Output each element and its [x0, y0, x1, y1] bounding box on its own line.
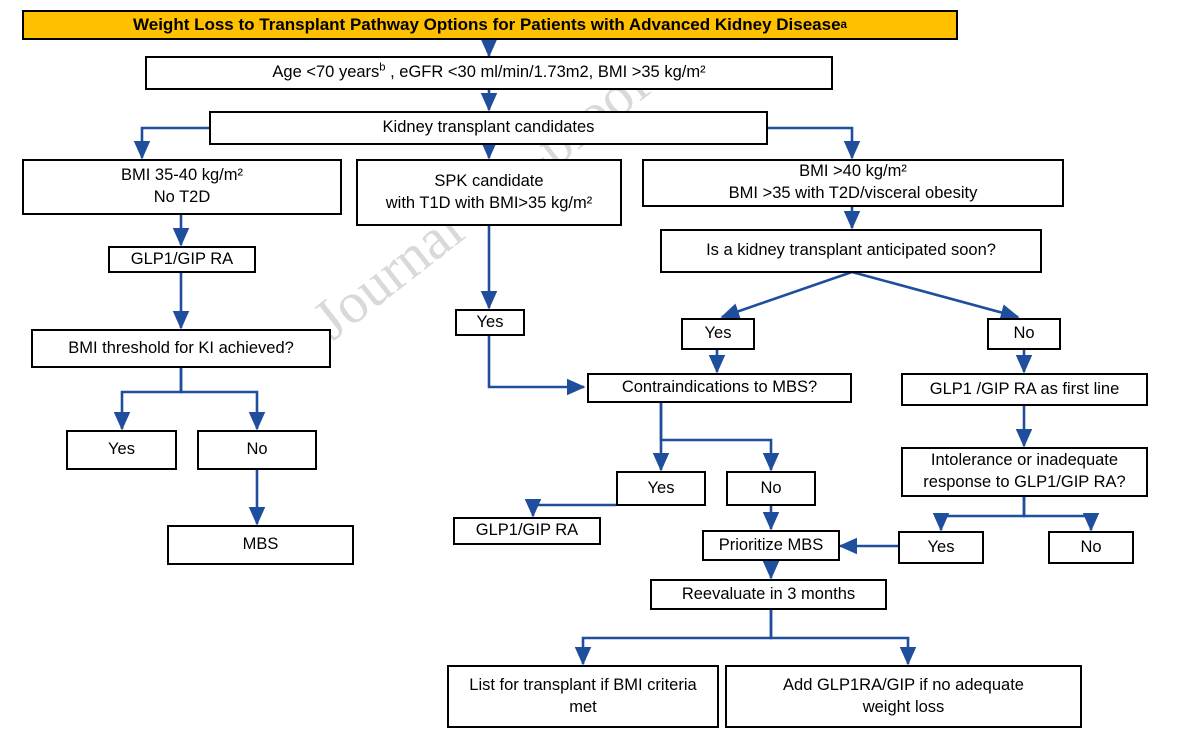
edge-intolerance-to-no [1022, 497, 1100, 532]
spk-line1: SPK candidate [434, 171, 544, 190]
node-glp1-gip-first-line: GLP1 /GIP RA as first line [901, 373, 1148, 406]
node-threshold-yes: Yes [66, 430, 177, 470]
prioritize-mbs-label: Prioritize MBS [718, 535, 824, 554]
add-glp1ra-line1: Add GLP1RA/GIP if no adequate [783, 675, 1024, 694]
node-intolerance-no: No [1048, 531, 1134, 564]
threshold-yes-label: Yes [108, 440, 135, 459]
glp1-left-label: GLP1/GIP RA [130, 249, 234, 268]
node-bmi-over-40: BMI >40 kg/m² BMI >35 with T2D/visceral … [642, 159, 1064, 207]
edge-soon-to-no [851, 270, 1020, 321]
bmi-over-40-line2: BMI >35 with T2D/visceral obesity [728, 184, 978, 202]
contraindications-label: Contraindications to MBS? [621, 378, 818, 397]
glp1-first-line-label: GLP1 /GIP RA as first line [929, 379, 1120, 398]
node-reevaluate-3-months: Reevaluate in 3 months [650, 579, 887, 610]
bmi-over-40-line1: BMI >40 kg/m² [799, 162, 907, 181]
edge-soon-to-yes [720, 270, 853, 320]
spk-yes-label: Yes [476, 312, 504, 331]
transplant-soon-label: Is a kidney transplant anticipated soon? [706, 241, 996, 260]
node-intolerance-response: Intolerance or inadequate response to GL… [901, 447, 1148, 497]
intolerance-yes-label: Yes [927, 537, 955, 556]
list-transplant-line1: List for transplant if BMI criteria [469, 675, 697, 694]
edge-threshold-to-yes [113, 368, 183, 431]
node-add-glp1ra-gip: Add GLP1RA/GIP if no adequate weight los… [725, 665, 1082, 728]
add-glp1ra-line2: weight loss [862, 697, 945, 716]
node-bmi-35-40: BMI 35-40 kg/m² No T2D [22, 159, 342, 215]
bmi-35-40-line1: BMI 35-40 kg/m² [121, 166, 243, 185]
node-prioritize-mbs: Prioritize MBS [702, 530, 840, 561]
criteria-text: Age <70 yearsb , eGFR <30 ml/min/1.73m2,… [272, 62, 705, 84]
node-transplant-anticipated-soon: Is a kidney transplant anticipated soon? [660, 229, 1042, 273]
edge-intolerance-to-yes [932, 497, 1026, 532]
edge-contra-to-no [659, 402, 780, 472]
edge-candidates-to-bmi40 [768, 126, 861, 160]
node-bmi-threshold-ki: BMI threshold for KI achieved? [31, 329, 331, 368]
edge-reevaluate-to-addglp1 [769, 610, 917, 666]
criteria-superscript: b [379, 61, 386, 74]
mbs-left-label: MBS [242, 535, 279, 554]
node-spk-yes: Yes [455, 309, 525, 336]
edge-threshold-to-no [179, 368, 266, 431]
edge-candidates-to-bmi3540 [133, 126, 209, 160]
node-contra-no: No [726, 471, 816, 506]
node-kidney-transplant-candidates: Kidney transplant candidates [209, 111, 768, 145]
node-spk-candidate: SPK candidate with T1D with BMI>35 kg/m² [356, 159, 622, 226]
edge-spkyes-to-contra [487, 335, 586, 396]
glp1-contra-yes-label: GLP1/GIP RA [475, 521, 579, 540]
candidates-label: Kidney transplant candidates [382, 118, 595, 137]
soon-no-label: No [1013, 324, 1035, 343]
node-list-for-transplant: List for transplant if BMI criteria met [447, 665, 719, 728]
soon-yes-label: Yes [704, 324, 732, 343]
threshold-no-label: No [246, 440, 268, 459]
node-threshold-no: No [197, 430, 317, 470]
contra-no-label: No [760, 478, 782, 497]
node-mbs-left: MBS [167, 525, 354, 565]
intolerance-line2: response to GLP1/GIP RA? [923, 473, 1126, 491]
node-soon-yes: Yes [681, 318, 755, 350]
node-eligibility-criteria: Age <70 yearsb , eGFR <30 ml/min/1.73m2,… [145, 56, 833, 90]
edge-contrayes-to-glp1 [524, 498, 616, 518]
diagram-title: Weight Loss to Transplant Pathway Option… [22, 10, 958, 40]
bmi-35-40-line2: No T2D [153, 188, 211, 206]
node-intolerance-yes: Yes [898, 531, 984, 564]
reevaluate-label: Reevaluate in 3 months [681, 584, 856, 603]
node-contraindications-mbs: Contraindications to MBS? [587, 373, 852, 403]
intolerance-line1: Intolerance or inadequate [930, 451, 1119, 470]
spk-line2: with T1D with BMI>35 kg/m² [385, 193, 593, 212]
node-glp1-gip-ra-left: GLP1/GIP RA [108, 246, 256, 273]
edge-reevaluate-to-list [574, 610, 773, 666]
node-soon-no: No [987, 318, 1061, 350]
criteria-line1: Age <70 years [272, 63, 380, 82]
bmi-threshold-label: BMI threshold for KI achieved? [68, 338, 294, 357]
diagram-title-text: Weight Loss to Transplant Pathway Option… [133, 15, 841, 34]
node-glp1-gip-ra-contra-yes: GLP1/GIP RA [453, 517, 601, 545]
intolerance-no-label: No [1080, 537, 1102, 556]
list-transplant-line2: met [569, 697, 597, 716]
node-contra-yes: Yes [616, 471, 706, 506]
criteria-line1-rest: , eGFR <30 ml/min/1.73m2, BMI >35 kg/m² [385, 63, 706, 82]
contra-yes-label: Yes [647, 478, 675, 497]
